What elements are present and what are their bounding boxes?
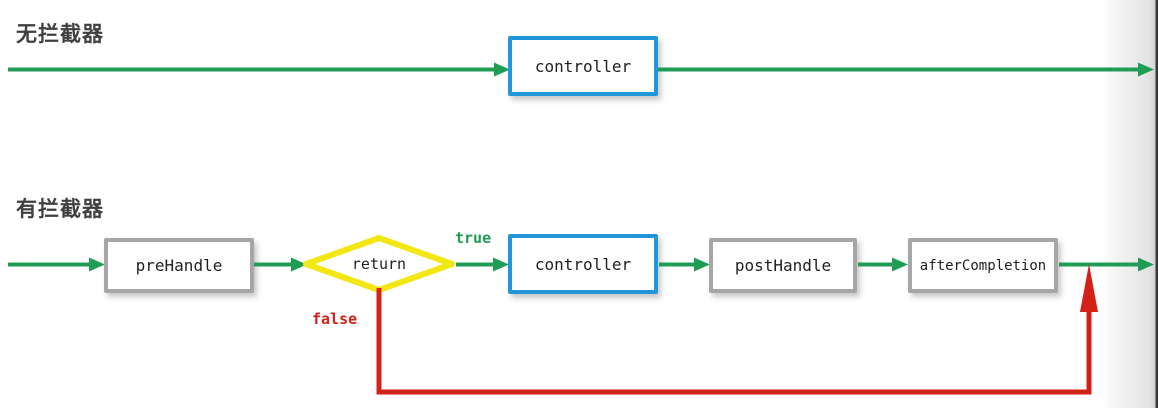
node-aftercompletion[interactable]: afterCompletion (908, 238, 1058, 293)
arrow-start-to-controller-top (8, 60, 512, 80)
arrow-controller-to-posthandle (659, 255, 713, 275)
edge-label-true: true (455, 229, 492, 247)
arrow-posthandle-to-aftercompletion (858, 255, 912, 275)
arrow-return-false-path (370, 264, 1110, 408)
arrow-prehandle-to-return (254, 255, 310, 275)
node-label: afterCompletion (919, 257, 1047, 274)
section-title-with-interceptor: 有拦截器 (16, 197, 104, 221)
arrow-controller-top-to-end (658, 60, 1158, 80)
node-prehandle[interactable]: preHandle (104, 238, 254, 293)
node-label: return (351, 255, 407, 273)
node-posthandle[interactable]: postHandle (709, 238, 857, 293)
node-controller-top[interactable]: controller (508, 36, 658, 96)
section-title-no-interceptor: 无拦截器 (16, 22, 104, 46)
arrow-aftercompletion-to-end (1059, 255, 1158, 275)
node-label: postHandle (734, 256, 832, 275)
arrow-start-to-prehandle (8, 255, 108, 275)
node-label: preHandle (135, 256, 223, 275)
node-controller[interactable]: controller (508, 234, 658, 294)
node-label: controller (534, 56, 632, 76)
edge-label-false: false (312, 310, 358, 328)
node-label: controller (534, 254, 632, 274)
arrow-return-true-to-controller (456, 255, 512, 275)
node-return-decision[interactable]: return (303, 235, 455, 293)
